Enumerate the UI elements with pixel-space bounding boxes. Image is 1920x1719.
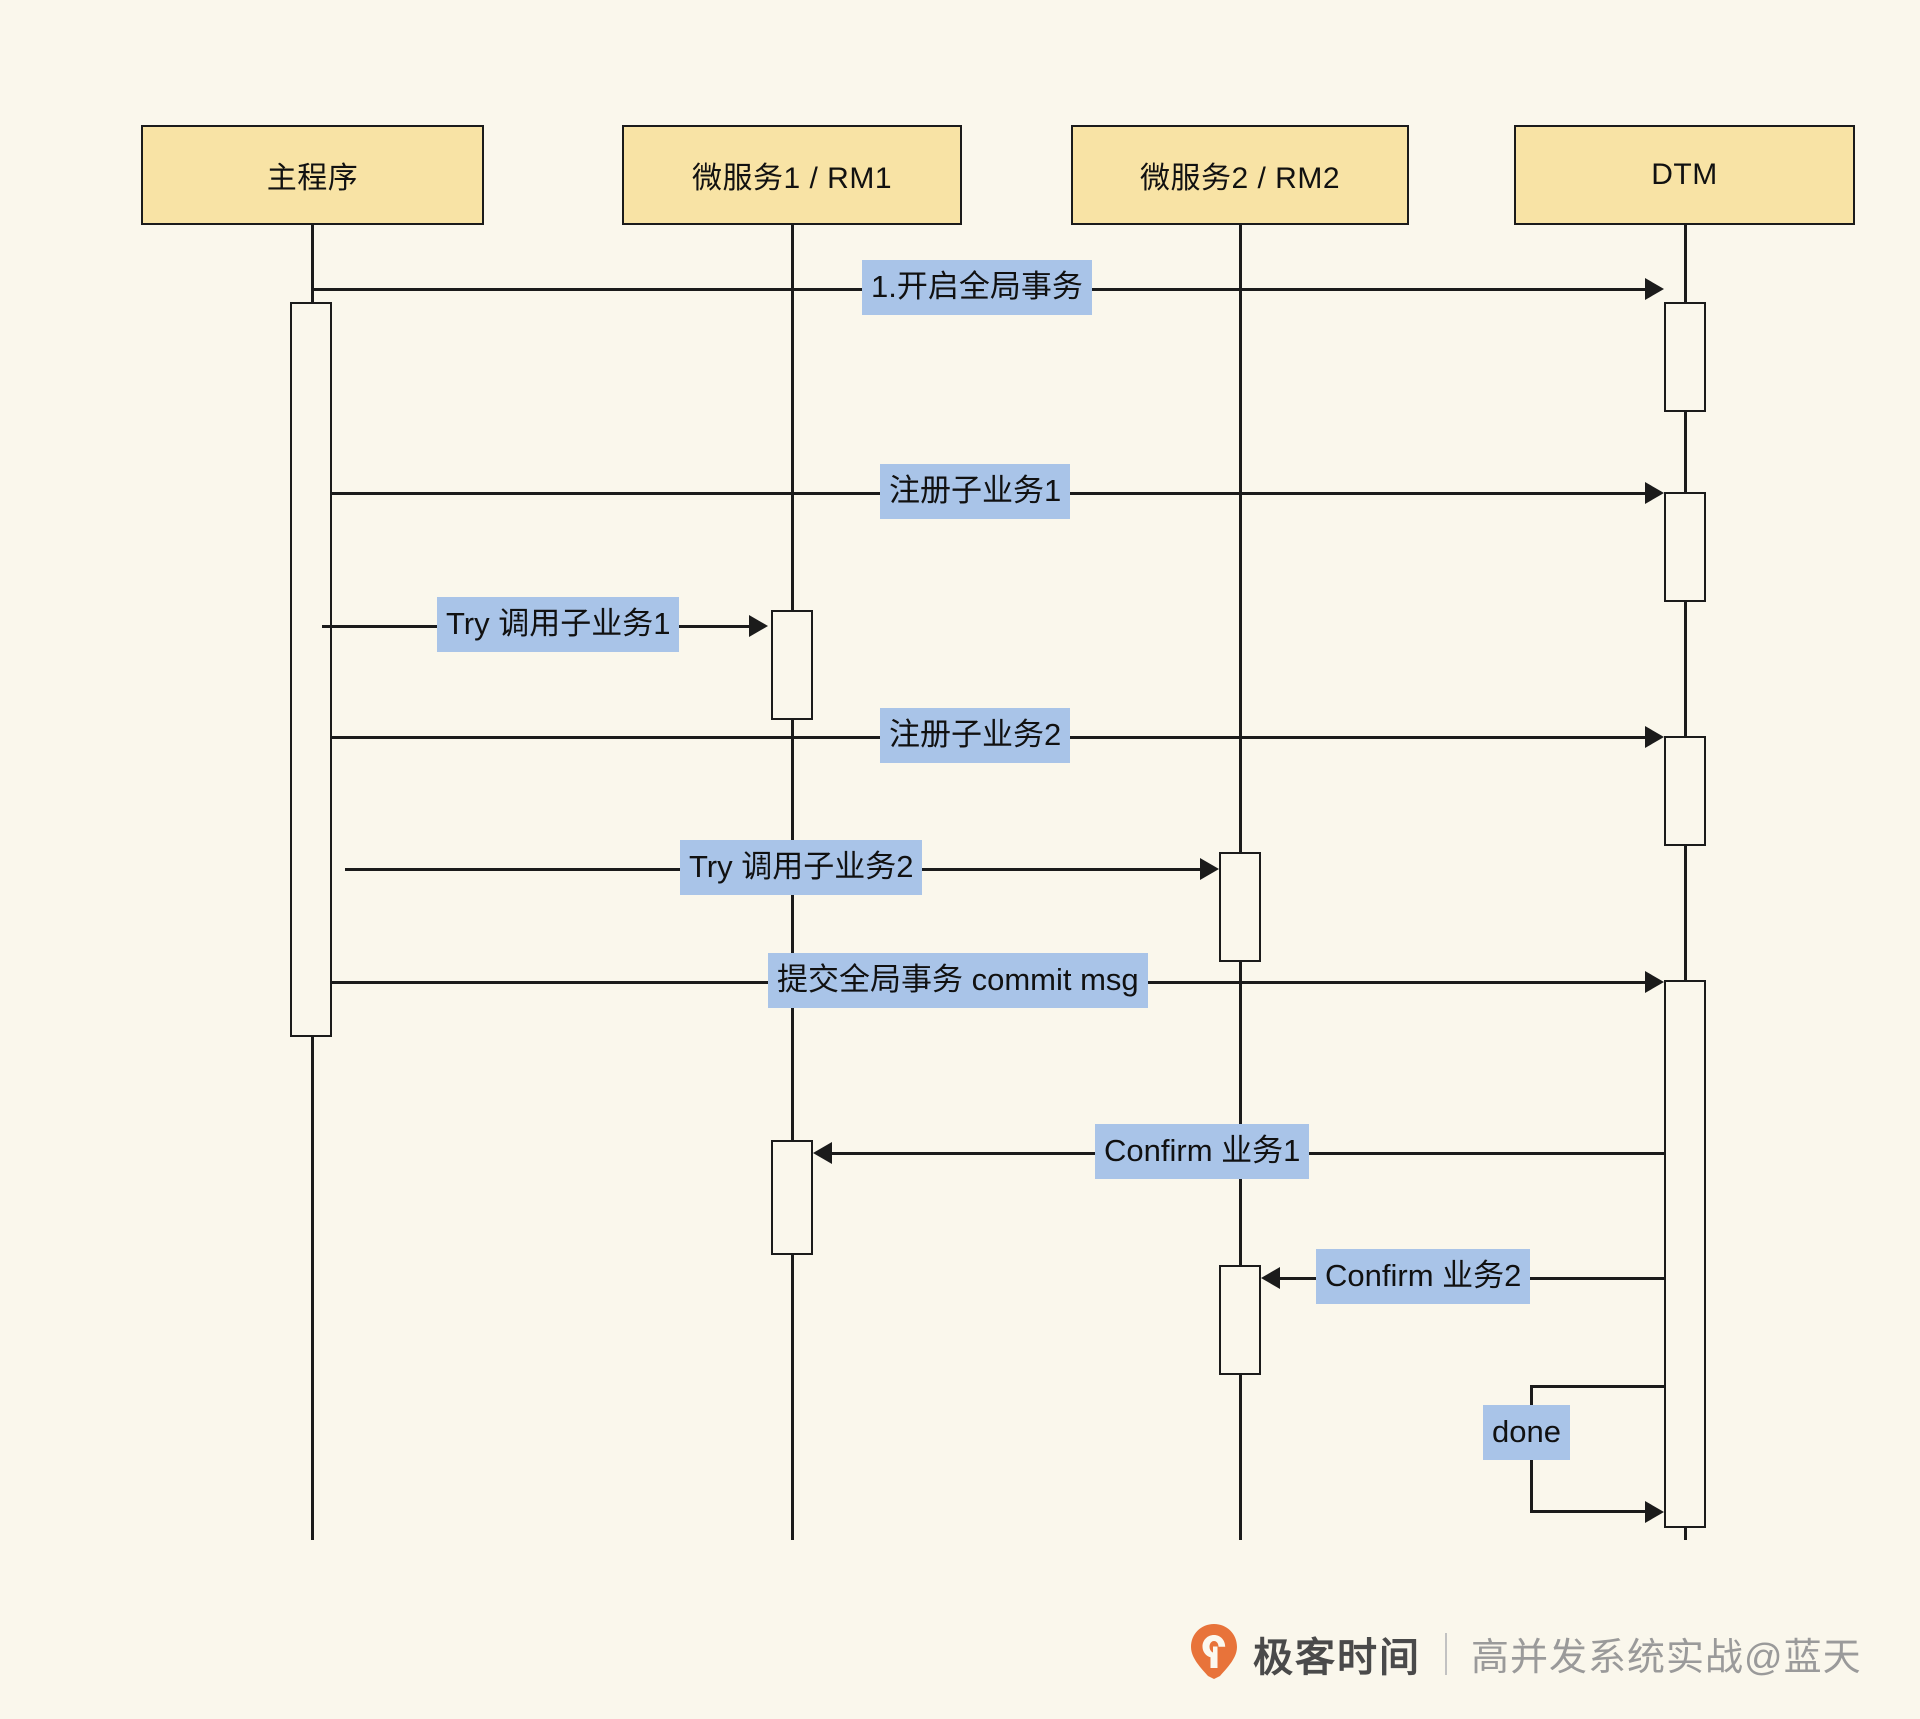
participant-label-main: 主程序 <box>266 162 359 195</box>
activation-bar-dtm-4 <box>1664 980 1706 1528</box>
activation-bar-rm2-confirm <box>1219 1265 1261 1375</box>
watermark-brand: 极客时间 <box>1253 1635 1421 1680</box>
message-arrowhead-1 <box>1645 278 1664 300</box>
watermark-divider <box>1445 1632 1447 1675</box>
self-message-bottom-segment <box>1530 1510 1645 1513</box>
participant-label-rm1: 微服务1 / RM1 <box>691 162 893 195</box>
message-arrowhead-4 <box>1645 726 1664 748</box>
message-label-5: Try 调用子业务2 <box>680 840 923 895</box>
participant-box-main[interactable]: 主程序 <box>141 125 484 225</box>
lifeline-dtm <box>1684 225 1687 1540</box>
self-message-arrowhead <box>1645 1501 1664 1523</box>
watermark-subtitle: 高并发系统实战@蓝天 <box>1471 1637 1862 1679</box>
message-label-2: 注册子业务1 <box>880 464 1071 519</box>
activation-bar-dtm-2 <box>1664 492 1706 602</box>
participant-box-rm2[interactable]: 微服务2 / RM2 <box>1071 125 1409 225</box>
message-arrowhead-5 <box>1200 858 1219 880</box>
message-label-9: done <box>1483 1405 1570 1460</box>
watermark: 极客时间 高并发系统实战@蓝天 <box>1189 1622 1862 1685</box>
message-label-4: 注册子业务2 <box>880 708 1071 763</box>
message-arrowhead-3 <box>749 615 768 637</box>
participant-box-dtm[interactable]: DTM <box>1514 125 1855 225</box>
self-message-top-segment <box>1530 1385 1664 1388</box>
activation-bar-rm1-confirm <box>771 1140 813 1255</box>
message-arrowhead-8 <box>1261 1267 1280 1289</box>
activation-bar-main <box>290 302 332 1037</box>
participant-label-rm2: 微服务2 / RM2 <box>1139 162 1341 195</box>
activation-bar-rm2-try <box>1219 852 1261 962</box>
activation-bar-dtm-3 <box>1664 736 1706 846</box>
activation-bar-dtm-1 <box>1664 302 1706 412</box>
message-label-8: Confirm 业务2 <box>1316 1249 1531 1304</box>
message-arrowhead-2 <box>1645 482 1664 504</box>
message-arrowhead-6 <box>1645 971 1664 993</box>
participant-label-dtm: DTM <box>1651 158 1718 191</box>
activation-bar-rm1-try <box>771 610 813 720</box>
message-label-3: Try 调用子业务1 <box>437 597 680 652</box>
message-arrowhead-7 <box>813 1142 832 1164</box>
participant-box-rm1[interactable]: 微服务1 / RM1 <box>622 125 962 225</box>
message-label-1: 1.开启全局事务 <box>862 260 1092 315</box>
message-label-7: Confirm 业务1 <box>1095 1124 1310 1179</box>
geekbang-logo-icon <box>1189 1622 1239 1685</box>
message-label-6: 提交全局事务 commit msg <box>768 953 1148 1008</box>
